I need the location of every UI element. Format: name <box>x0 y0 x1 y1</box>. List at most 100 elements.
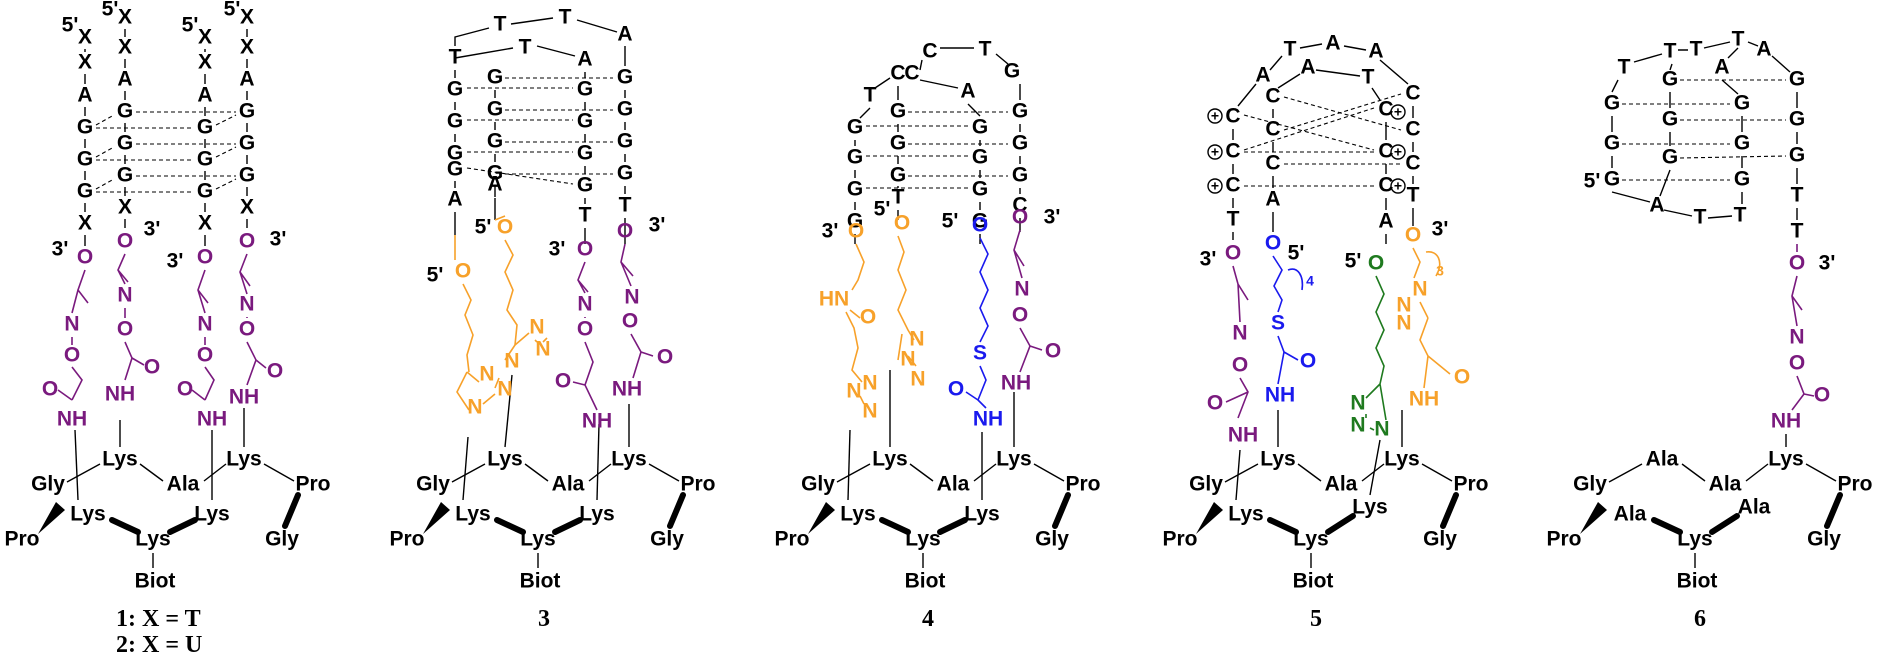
base-label: G <box>197 180 213 203</box>
base-label: G <box>77 148 93 171</box>
plus-charge: + <box>1211 144 1219 160</box>
base-label: G <box>1734 132 1750 155</box>
base-label: T <box>1734 204 1747 227</box>
base-label: G <box>447 110 463 133</box>
lys-label: Lys <box>1677 528 1712 551</box>
caption-compound-6: 6 <box>1694 606 1706 632</box>
oxime-linker-4: 3' O N O O NH <box>1001 206 1061 395</box>
base-label: A <box>617 23 632 46</box>
prime-label: 3' <box>1819 252 1836 275</box>
n-atom: N <box>529 316 544 339</box>
base-label: C <box>1265 85 1280 108</box>
pro-label: Pro <box>295 473 330 496</box>
o-atom: O <box>42 378 58 401</box>
base-label: X <box>240 196 254 219</box>
oxime-linker-5: 3' O N O O NH <box>1200 242 1259 447</box>
base-label: G <box>1662 146 1678 169</box>
base-label: G <box>1734 92 1750 115</box>
base-label: G <box>1789 108 1805 131</box>
base-label: G <box>577 110 593 133</box>
n-atom: N <box>862 372 877 395</box>
o-atom: O <box>1405 224 1421 247</box>
prime-label: 5' <box>1584 170 1601 193</box>
base-label: G <box>117 100 133 123</box>
base-label: G <box>77 180 93 203</box>
peptide-scaffold-5: Lys Lys Gly Ala Pro Lys Lys Pro Lys Gly … <box>1162 410 1489 593</box>
base-label: X <box>240 36 254 59</box>
dna-strands-3: T T T A T A G G G G G G G G G G G G G G … <box>447 6 633 244</box>
base-label: G <box>972 116 988 139</box>
base-label: G <box>447 158 463 181</box>
peptide-scaffold-1: Lys Lys Gly Ala Pro Lys Lys Pro Lys Gly … <box>4 408 331 593</box>
base-label: G <box>577 174 593 197</box>
orange-amide-triazole-linkers-4: 3' O 5' O HN O N N N N N N <box>819 198 926 423</box>
gly-label: Gly <box>1807 528 1841 551</box>
gly-label: Gly <box>31 473 65 496</box>
base-label: G <box>239 164 255 187</box>
base-label: C <box>1225 174 1240 197</box>
nh-group: NH <box>197 408 227 431</box>
prime-label: 3' <box>1432 218 1449 241</box>
base-label: G <box>1012 132 1028 155</box>
base-label: G <box>617 66 633 89</box>
dna-strands-4: C T T C C A G G G G G G G G G G G G G T … <box>847 38 1028 244</box>
base-label: G <box>487 98 503 121</box>
o-atom: O <box>239 230 255 253</box>
s-atom: S <box>1271 312 1285 335</box>
base-label: A <box>1714 56 1729 79</box>
n-atom: N <box>1350 392 1365 415</box>
orange-amide-triazole-linker-5: 3' O 3 N N N O NH <box>1396 218 1470 411</box>
pro-label: Pro <box>1837 473 1872 496</box>
n-atom: N <box>1014 278 1029 301</box>
gly-label: Gly <box>1573 473 1607 496</box>
peptide-scaffold-3: Lys Lys Gly Ala Pro Lys Lys Pro Lys Gly … <box>389 374 716 593</box>
base-label: X <box>198 212 212 235</box>
base-label: C <box>904 62 919 85</box>
caption-compound-1: 1: X = T <box>116 606 201 632</box>
blue-thioether-linker-5: 5' O 4 S O NH <box>1265 232 1316 407</box>
base-label: A <box>239 68 254 91</box>
o-atom: O <box>894 212 910 235</box>
n-atom: N <box>1350 414 1365 437</box>
base-label: C <box>1378 174 1393 197</box>
lys-label: Lys <box>194 503 229 526</box>
ala-label: Ala <box>1325 473 1358 496</box>
n-atom: N <box>1396 312 1411 335</box>
o-atom: O <box>948 378 964 401</box>
base-label: G <box>847 116 863 139</box>
nh-group: NH <box>612 378 642 401</box>
n-atom: N <box>577 293 592 316</box>
n-atom: N <box>1232 322 1247 345</box>
base-label: G <box>77 116 93 139</box>
o-atom: O <box>77 246 93 269</box>
plus-charge: + <box>1211 108 1219 124</box>
base-label: T <box>1732 28 1745 51</box>
lys-label: Lys <box>226 448 261 471</box>
base-label: C <box>1225 105 1240 128</box>
ala-label: Ala <box>937 473 970 496</box>
compound-6: Ala Lys Gly Ala Pro Ala Ala Pro Lys Gly … <box>1546 28 1872 593</box>
prime-label: 5' <box>874 198 891 221</box>
prime-label: 3' <box>144 218 161 241</box>
base-label: G <box>1604 168 1620 191</box>
o-atom: O <box>1814 384 1830 407</box>
base-label: C <box>1265 118 1280 141</box>
n-atom: N <box>197 313 212 336</box>
o-atom: O <box>1207 392 1223 415</box>
n-atom: N <box>497 378 512 401</box>
base-label: C <box>1405 152 1420 175</box>
base-label: G <box>972 210 988 233</box>
base-label: T <box>1690 38 1703 61</box>
g-quadruplex-6: T T T T A A G G G G G G G G G G 5' G G A… <box>1584 28 1806 243</box>
cytosine-plus-charges: + + + + + + <box>1207 104 1406 194</box>
n-atom: N <box>846 380 861 403</box>
o-atom: O <box>497 216 513 239</box>
compound-1-2: Lys Lys Gly Ala Pro Lys Lys Pro Lys Gly … <box>4 0 330 593</box>
base-label: G <box>1012 100 1028 123</box>
n-atom: N <box>64 313 79 336</box>
compound-5: Lys Lys Gly Ala Pro Lys Lys Pro Lys Gly … <box>1162 32 1488 593</box>
nh-group: NH <box>105 383 135 406</box>
base-label: T <box>1362 66 1375 89</box>
prime-label: 3' <box>549 238 566 261</box>
base-label: A <box>1649 194 1664 217</box>
